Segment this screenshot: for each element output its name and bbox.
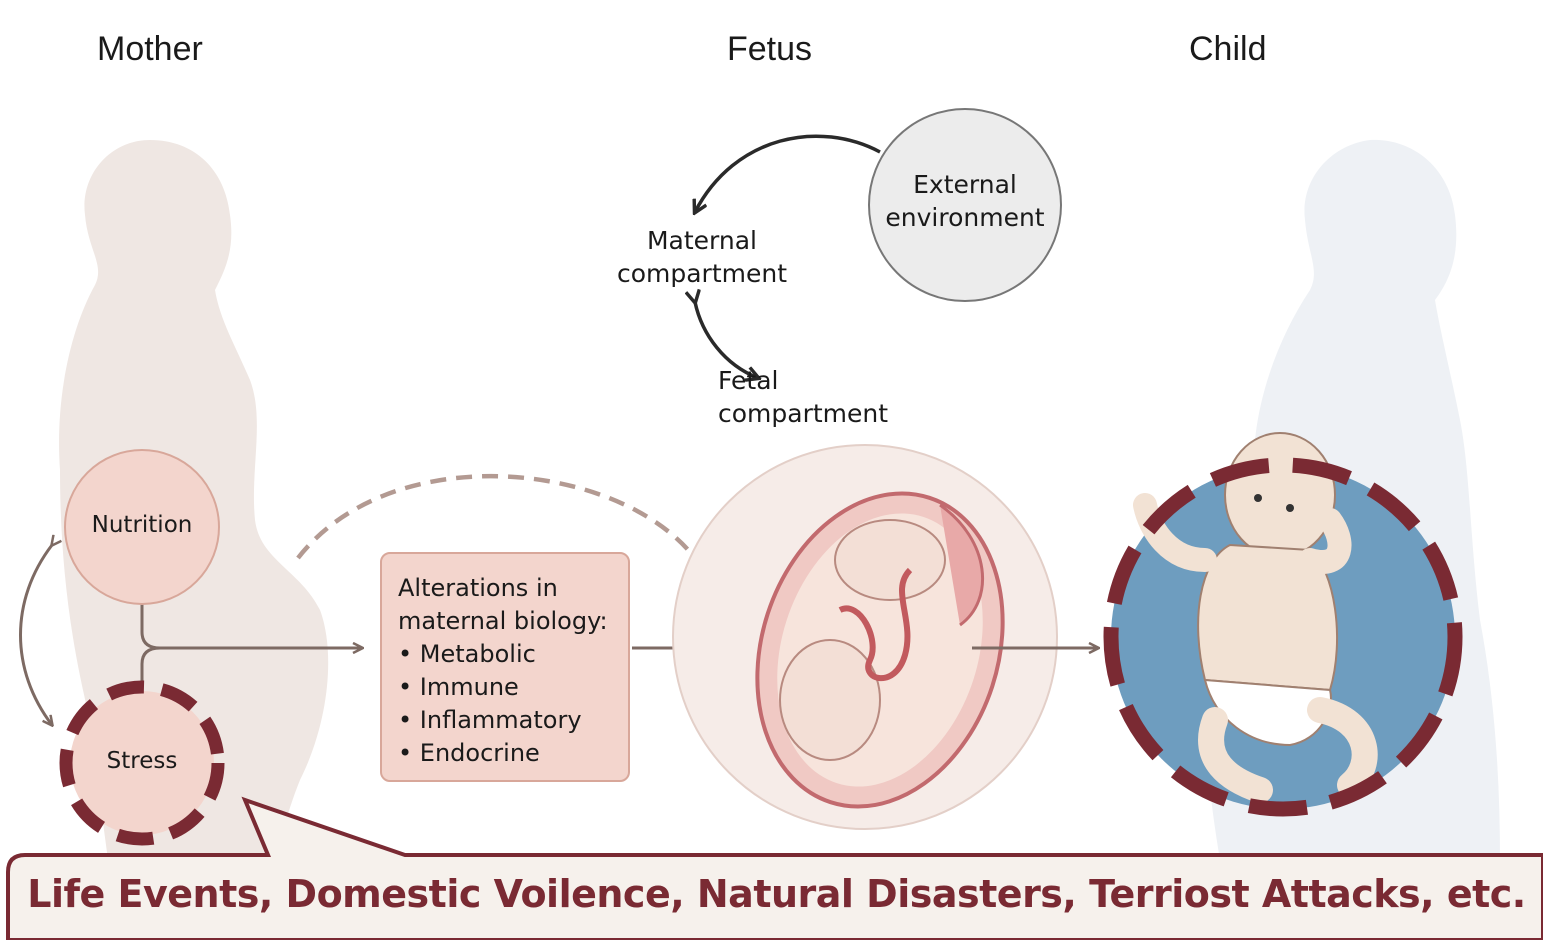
external-to-maternal-arrow [695,136,880,212]
fetal-compartment-label: Fetal compartment [718,364,893,430]
alterations-list: Metabolic Immune Inflammatory Endocrine [398,638,628,770]
alteration-item-endocrine: Endocrine [398,737,628,770]
mother-heading: Mother [97,30,203,69]
nutrition-label: Nutrition [72,512,212,538]
mother-fetus-dashed-arc [298,476,690,558]
fetus-illustration [673,445,1057,839]
alteration-item-inflammatory: Inflammatory [398,704,628,737]
child-heading: Child [1189,30,1266,69]
alteration-item-metabolic: Metabolic [398,638,628,671]
external-environment-label: External environment [885,168,1045,234]
alteration-item-immune: Immune [398,671,628,704]
callout-text: Life Events, Domestic Voilence, Natural … [10,872,1543,916]
fetus-heading: Fetus [727,30,812,69]
stress-label: Stress [72,748,212,774]
nutrition-stress-arrow [21,545,53,725]
alterations-box: Alterations in maternal biology: Metabol… [380,552,630,782]
alterations-title-line1: Alterations in [398,572,628,605]
alterations-title-line2: maternal biology: [398,605,628,638]
maternal-compartment-label: Maternal compartment [612,224,792,290]
